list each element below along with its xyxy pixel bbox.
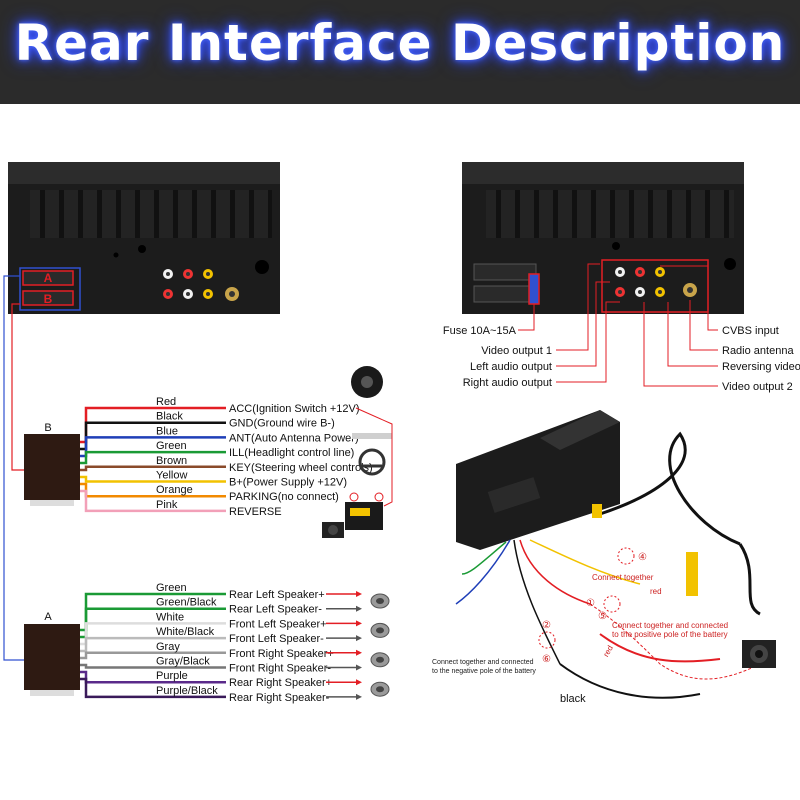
harness-b-wire-color-8: Pink	[156, 499, 178, 511]
block-a-label: A	[44, 611, 52, 623]
num-4: ④	[638, 552, 647, 563]
harness-b-wire-color-1: Red	[156, 396, 176, 408]
callout-video-output-1: Video output 1	[481, 345, 552, 357]
page-title: Rear Interface Description	[14, 14, 786, 72]
harness-b-wire-color-2: Black	[156, 411, 183, 423]
block-b-label: B	[44, 422, 51, 434]
harness-b-wire-desc-5: KEY(Steering wheel controls)	[229, 462, 373, 474]
harness-b-wire-color-4: Green	[156, 440, 187, 452]
connector-label-b: B	[44, 292, 53, 306]
title-banner: Rear Interface Description	[0, 0, 800, 104]
callout-lines	[518, 263, 718, 387]
num-5: ⑤	[598, 611, 607, 622]
harness-a-wire-desc-3: Front Left Speaker+	[229, 618, 327, 630]
callout-cvbs-input: CVBS input	[722, 325, 779, 337]
antenna-leader	[355, 407, 393, 507]
harness-a-wire-desc-8: Rear Right Speaker-	[229, 692, 330, 704]
battery-icon	[345, 492, 384, 530]
note-positive-2: to the positive pole of the battery	[612, 630, 728, 639]
harness-b-wire-desc-4: ILL(Headlight control line)	[229, 447, 354, 459]
harness-a-wire-color-1: Green	[156, 582, 187, 594]
harness-a-wire-desc-4: Front Left Speaker-	[229, 633, 324, 645]
harness-a-wire-color-2: Green/Black	[156, 597, 217, 609]
iso-connector-outline	[19, 267, 81, 311]
antenna-bar-icon	[352, 433, 392, 439]
label-red-1: red	[650, 587, 662, 596]
leader-to-block-a	[3, 275, 24, 661]
head-unit-left: A B	[8, 162, 280, 314]
harness-a-wire-desc-1: Rear Left Speaker+	[229, 589, 325, 601]
num-6: ⑥	[542, 654, 551, 665]
harness-a-wire-desc-5: Front Right Speaker+	[229, 648, 334, 660]
num-1: ①	[586, 598, 595, 609]
head-unit-right	[462, 162, 744, 314]
connector-a-highlight	[22, 270, 74, 286]
harness-a-wire-color-4: White/Black	[156, 626, 215, 638]
harness-b-wire-color-6: Yellow	[156, 470, 187, 482]
harness-b-wire-desc-3: ANT(Auto Antenna Power)	[229, 432, 359, 444]
connector-label-a: A	[44, 271, 53, 285]
harness-a-wire-desc-6: Front Right Speaker-	[229, 663, 331, 675]
antenna-jack-icon	[351, 366, 383, 398]
callout-reversing-video-input: Reversing video input	[722, 361, 800, 373]
harness-b-wire-color-7: Orange	[156, 484, 193, 496]
harness-a-wire-desc-7: Rear Right Speaker+	[229, 677, 332, 689]
harness-a-wire-color-8: Purple/Black	[156, 685, 218, 697]
harness-b-wire-desc-1: ACC(Ignition Switch +12V)	[229, 403, 360, 415]
callout-video-output-2: Video output 2	[722, 381, 793, 393]
callout-left-audio-output: Left audio output	[470, 361, 552, 373]
num-2: ②	[542, 620, 551, 631]
note-negative-2: to the negative pole of the battery	[432, 668, 536, 675]
callout-fuse: Fuse 10A~15A	[443, 325, 517, 337]
note-negative-1: Connect together and connected	[432, 659, 534, 666]
connector-block-b: B	[24, 422, 80, 506]
label-red-2: red	[601, 644, 615, 659]
connector-block-a: A	[24, 611, 80, 696]
harness-a-wire-desc-2: Rear Left Speaker-	[229, 604, 322, 616]
harness-a-wire-color-6: Gray/Black	[156, 656, 210, 668]
harness-b-wire-color-3: Blue	[156, 425, 178, 437]
rca-cluster-left	[163, 269, 239, 301]
label-black: black	[560, 693, 586, 705]
harness-b-wire-color-5: Brown	[156, 455, 187, 467]
reverse-camera-icon	[322, 522, 344, 538]
note-connect-together: Connect together	[592, 573, 654, 582]
steering-wheel-icon	[358, 448, 386, 476]
callout-radio-antenna: Radio antenna	[722, 345, 794, 357]
callout-right-audio-output: Right audio output	[463, 377, 552, 389]
harness-a-wire-color-5: Gray	[156, 641, 180, 653]
harness-a-wire-color-7: Purple	[156, 670, 188, 682]
leader-to-block-b	[11, 303, 24, 471]
connector-b-highlight	[22, 290, 74, 306]
note-positive-1: Connect together and connected	[612, 621, 728, 630]
fuse-highlight	[528, 273, 540, 305]
camera-wiring-scene	[455, 410, 776, 699]
harness-b-wire-desc-6: B+(Power Supply +12V)	[229, 477, 347, 489]
harness-b-wire-desc-7: PARKING(no connect)	[229, 491, 339, 503]
harness-b-wire-desc-2: GND(Ground wire B-)	[229, 418, 335, 430]
harness-b-wire-desc-8: REVERSE	[229, 506, 282, 518]
harness-a-wire-color-3: White	[156, 611, 184, 623]
